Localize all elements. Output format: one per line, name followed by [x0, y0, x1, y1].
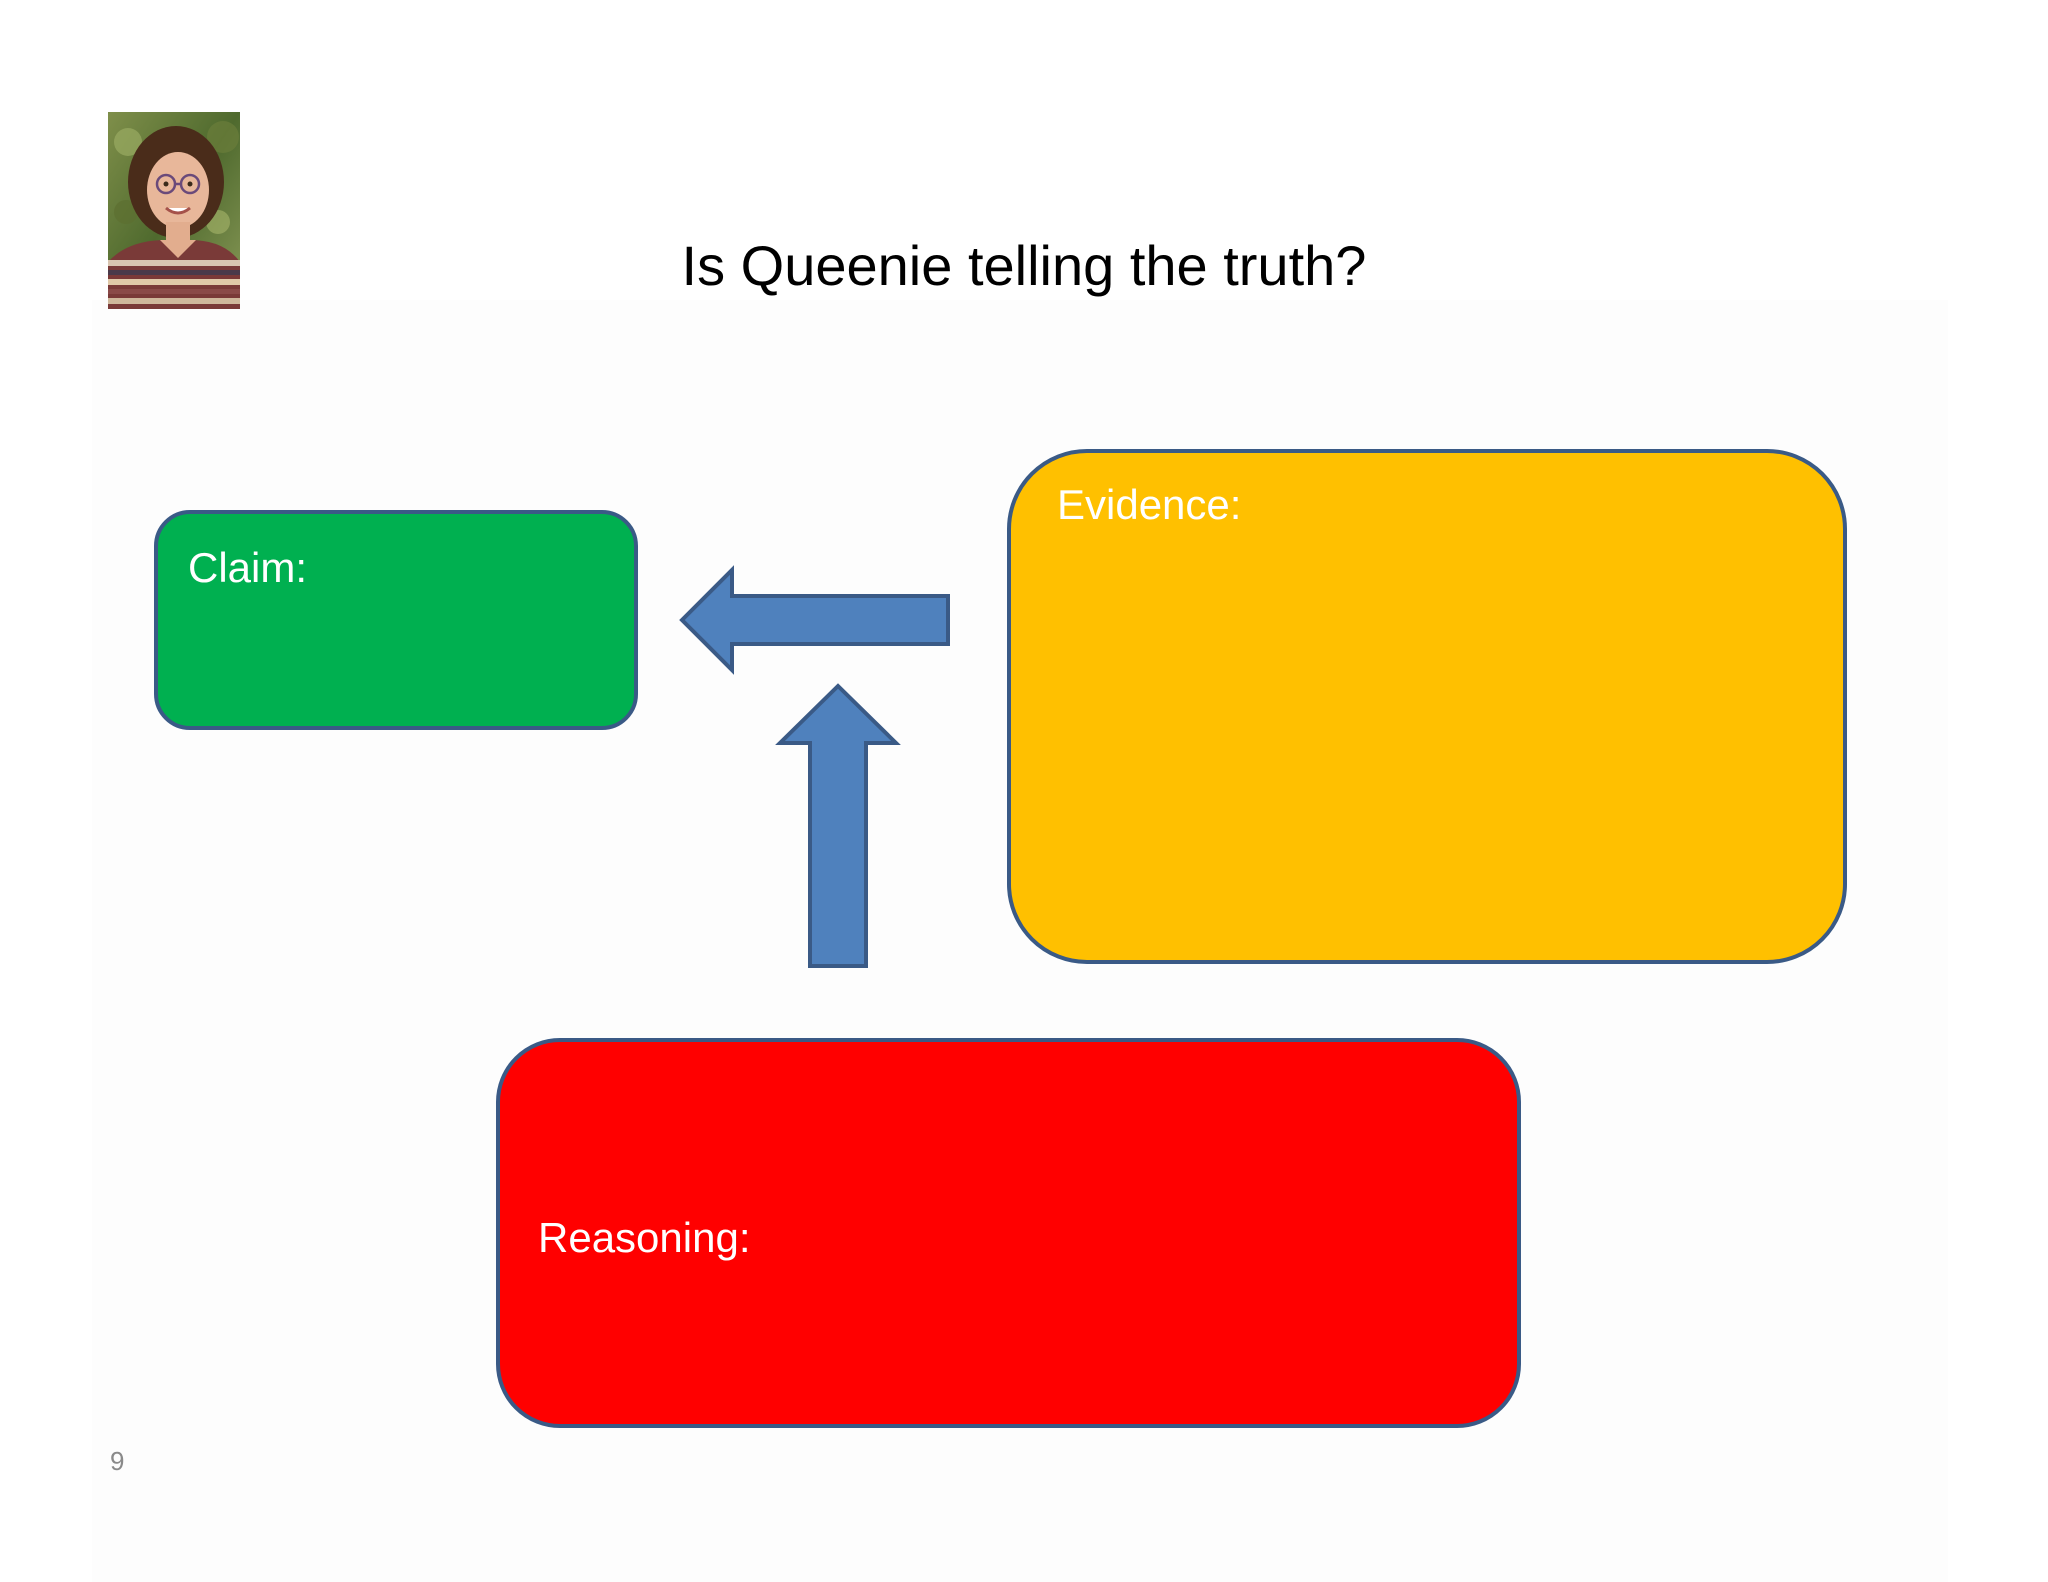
reasoning-label: Reasoning:: [538, 1214, 751, 1261]
portrait-photo: [108, 112, 240, 309]
slide-title: Is Queenie telling the truth?: [0, 228, 2048, 304]
reasoning-box: Reasoning:: [496, 1038, 1521, 1428]
page-number: 9: [110, 1446, 125, 1476]
claim-label: Claim:: [188, 544, 308, 591]
claim-box: Claim:: [154, 510, 638, 730]
evidence-box: Evidence:: [1007, 449, 1847, 964]
slide-title-text: Is Queenie telling the truth?: [681, 234, 1367, 297]
portrait-photo-image: [108, 112, 240, 309]
evidence-label: Evidence:: [1057, 481, 1242, 528]
